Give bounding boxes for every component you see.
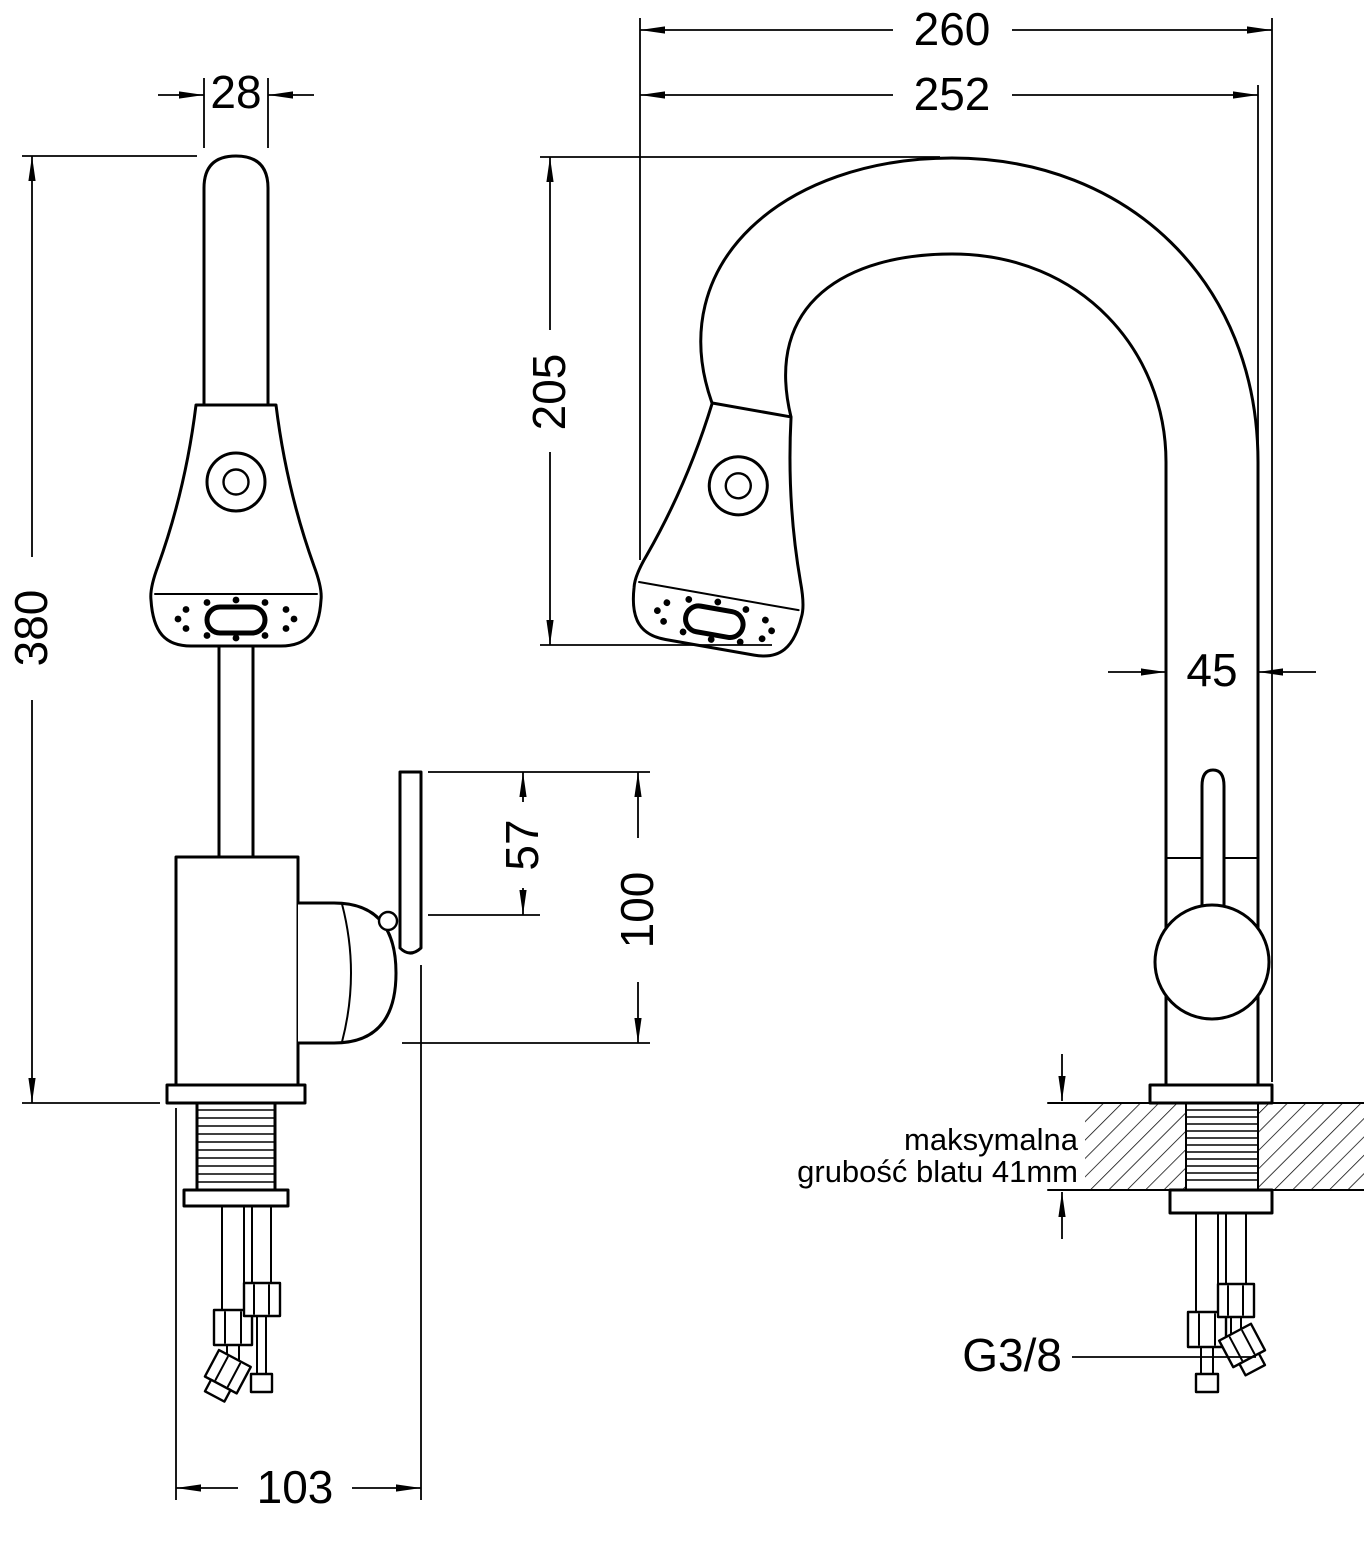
dim-spout-height-label: 205 xyxy=(523,354,575,431)
dim-overall-height: 380 xyxy=(5,155,197,1104)
handle-housing xyxy=(298,901,398,1045)
dim-spout-width-label: 28 xyxy=(210,66,261,118)
mounting-nut xyxy=(1168,1188,1274,1215)
front-view: 28 380 57 100 103 xyxy=(5,66,663,1513)
countertop-section xyxy=(1047,1102,1364,1191)
spray-head-front xyxy=(151,405,321,646)
faucet-body xyxy=(174,855,300,1087)
dim-spout-reach-label: 252 xyxy=(914,68,991,120)
handle-pivot xyxy=(1153,903,1271,1021)
countertop-note: maksymalna grubość blatu 41mm xyxy=(797,1054,1079,1239)
countertop-note-line2: grubość blatu 41mm xyxy=(797,1154,1078,1189)
base-flange xyxy=(165,1083,307,1105)
dim-overall-height-label: 380 xyxy=(5,590,57,667)
threaded-shank xyxy=(195,1101,277,1192)
dim-overall-reach-label: 260 xyxy=(914,3,991,55)
side-view: 260 252 205 45 maksymalna grubość blatu … xyxy=(523,3,1364,1394)
dim-handle-upper-label: 57 xyxy=(496,819,548,870)
thread-callout: G3/8 xyxy=(962,1329,1256,1381)
dim-handle-upper: 57 xyxy=(428,771,650,916)
handle-lever xyxy=(398,770,423,955)
spout-tube xyxy=(202,154,270,407)
dim-spout-reach: 252 xyxy=(640,68,1259,445)
countertop-note-line1: maksymalna xyxy=(904,1122,1079,1157)
dim-base-depth: 103 xyxy=(175,965,422,1513)
dim-overall-reach: 260 xyxy=(639,3,1273,1082)
supply-hoses-front xyxy=(203,1205,282,1403)
supply-hoses-side xyxy=(1186,1212,1267,1394)
gooseneck-inner xyxy=(784,252,1168,1087)
spray-head-side xyxy=(626,395,836,662)
handle-lever-side xyxy=(1200,768,1226,910)
thread-size-label: G3/8 xyxy=(962,1329,1062,1381)
dim-spout-height: 205 xyxy=(523,156,940,646)
dim-handle-height-label: 100 xyxy=(611,872,663,949)
dim-column-depth: 45 xyxy=(1108,644,1316,696)
base-flange-side xyxy=(1148,1083,1274,1105)
dim-spout-width: 28 xyxy=(158,66,314,148)
mounting-washer xyxy=(182,1188,290,1208)
dim-handle-height: 100 xyxy=(402,772,663,1044)
gooseneck-outer xyxy=(699,156,1260,1087)
dim-column-depth-label: 45 xyxy=(1186,644,1237,696)
dim-base-depth-label: 103 xyxy=(257,1461,334,1513)
